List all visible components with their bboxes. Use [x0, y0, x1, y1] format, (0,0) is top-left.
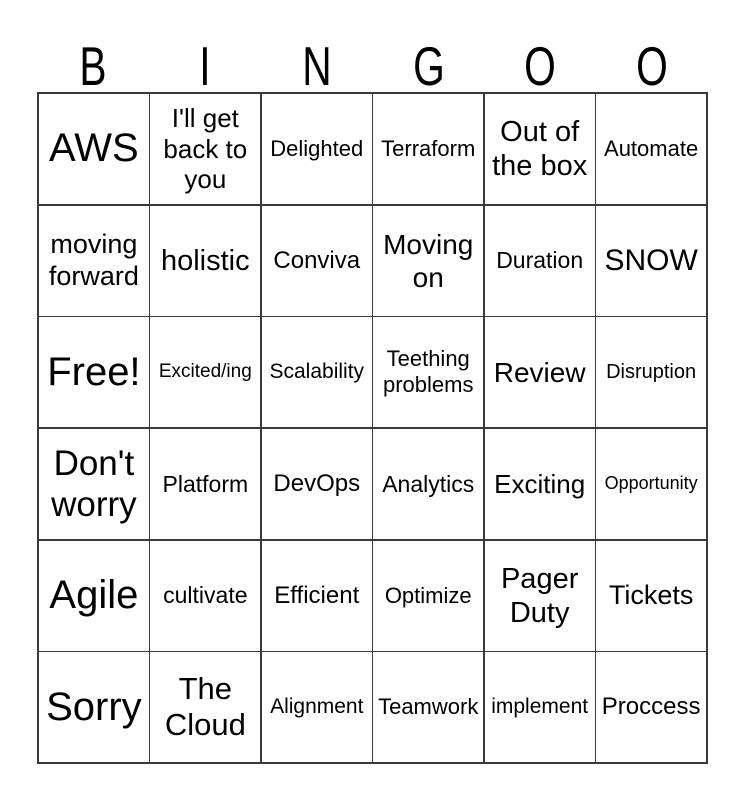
cell-text: implement: [491, 695, 589, 719]
cell-text: AWS: [49, 126, 139, 171]
cell-text: Excited/ing: [158, 361, 252, 383]
bingo-cell-r1c3[interactable]: Delighted: [261, 94, 372, 204]
cell-text: Review: [493, 356, 586, 388]
cell-text: I'll get back to you: [163, 102, 248, 195]
cell-text: Opportunity: [604, 473, 698, 494]
cell-text: Out of the box: [492, 115, 588, 182]
bingo-cell-r1c2[interactable]: I'll get back to you: [150, 94, 261, 204]
bingo-cell-r1c5[interactable]: Out of the box: [484, 94, 595, 204]
cell-text: Duration: [496, 247, 584, 274]
bingo-cell-r3c4[interactable]: Teething problems: [373, 317, 484, 428]
cell-text: Terraform: [381, 136, 476, 162]
bingo-cell-r5c4[interactable]: Optimize: [373, 540, 484, 651]
bingo-cell-r6c4[interactable]: Teamwork: [373, 652, 484, 763]
cell-text: Scalability: [269, 359, 365, 383]
cell-text: Delighted: [270, 136, 364, 162]
cell-text: Platform: [162, 470, 249, 497]
bingo-header: B I N G O O: [37, 0, 708, 97]
bingo-card: B I N G O O AWS I'll get back to you Del…: [37, 0, 708, 765]
cell-text: holistic: [160, 244, 250, 277]
cell-text: Analytics: [382, 470, 475, 497]
bingo-cell-r3c1[interactable]: Free!: [39, 317, 149, 428]
bingo-cell-r5c2[interactable]: cultivate: [150, 540, 261, 651]
bingo-cell-r5c1[interactable]: Agile: [39, 540, 149, 651]
header-letter-i: I: [199, 35, 211, 97]
header-letter-n: N: [301, 35, 332, 97]
cell-text: Automate: [604, 136, 699, 162]
bingo-cell-r3c2[interactable]: Excited/ing: [150, 317, 261, 428]
bingo-cell-r3c6[interactable]: Disruption: [596, 317, 706, 428]
bingo-cell-r6c3[interactable]: Alignment: [261, 652, 372, 763]
bingo-cell-r1c4[interactable]: Terraform: [373, 94, 484, 204]
header-letter-o2: O: [636, 35, 668, 97]
cell-text: SNOW: [604, 243, 698, 277]
cell-text: Don't worry: [51, 443, 137, 525]
cell-text: moving forward: [48, 228, 139, 291]
header-letter-b: B: [79, 35, 107, 97]
bingo-cell-r4c4[interactable]: Analytics: [373, 429, 484, 540]
header-letter-g: G: [412, 35, 445, 97]
bingo-cell-r3c3[interactable]: Scalability: [261, 317, 372, 428]
cell-text: Sorry: [46, 684, 142, 729]
bingo-cell-r4c6[interactable]: Opportunity: [596, 429, 706, 540]
header-letter-o1: O: [524, 35, 557, 97]
bingo-cell-r3c5[interactable]: Review: [484, 317, 595, 428]
bingo-cell-r6c2[interactable]: The Cloud: [150, 652, 261, 763]
cell-text: Conviva: [273, 246, 361, 274]
cell-text: Exciting: [494, 468, 586, 499]
bingo-cell-r4c3[interactable]: DevOps: [261, 429, 372, 540]
bingo-cell-r6c5[interactable]: implement: [484, 652, 595, 763]
bingo-cell-r4c5[interactable]: Exciting: [484, 429, 595, 540]
bingo-cell-r4c2[interactable]: Platform: [150, 429, 261, 540]
bingo-cell-r2c3[interactable]: Conviva: [261, 205, 372, 316]
bingo-cell-r1c6[interactable]: Automate: [596, 94, 706, 204]
cell-text: Teamwork: [378, 694, 479, 720]
bingo-cell-r5c3[interactable]: Efficient: [261, 540, 372, 651]
bingo-grid: AWS I'll get back to you Delighted Terra…: [37, 92, 708, 765]
cell-text: Disruption: [606, 360, 697, 383]
cell-text: Pager Duty: [500, 562, 579, 629]
cell-text: Alignment: [270, 695, 364, 719]
bingo-cell-r2c1[interactable]: moving forward: [39, 205, 149, 316]
bingo-cell-r6c6[interactable]: Proccess: [596, 652, 706, 763]
bingo-cell-r6c1[interactable]: Sorry: [39, 652, 149, 763]
bingo-cell-r4c1[interactable]: Don't worry: [39, 429, 149, 540]
cell-text: cultivate: [163, 582, 248, 609]
cell-text: The Cloud: [164, 670, 246, 743]
cell-text: Tickets: [608, 579, 694, 610]
bingo-cell-r2c4[interactable]: Moving on: [373, 205, 484, 316]
bingo-cell-r2c2[interactable]: holistic: [150, 205, 261, 316]
cell-text: Moving on: [383, 228, 474, 293]
cell-text: Teething problems: [382, 346, 474, 398]
cell-text: Agile: [49, 573, 139, 618]
bingo-cell-r1c1[interactable]: AWS: [39, 94, 149, 204]
cell-text: DevOps: [273, 469, 361, 497]
cell-text: Efficient: [274, 581, 360, 609]
bingo-cell-r5c5[interactable]: Pager Duty: [484, 540, 595, 651]
bingo-cell-r2c6[interactable]: SNOW: [596, 205, 706, 316]
bingo-cell-r2c5[interactable]: Duration: [484, 205, 595, 316]
cell-text: Optimize: [384, 582, 472, 608]
cell-text: Free!: [47, 349, 141, 394]
cell-text: Proccess: [601, 693, 701, 721]
bingo-cell-r5c6[interactable]: Tickets: [596, 540, 706, 651]
